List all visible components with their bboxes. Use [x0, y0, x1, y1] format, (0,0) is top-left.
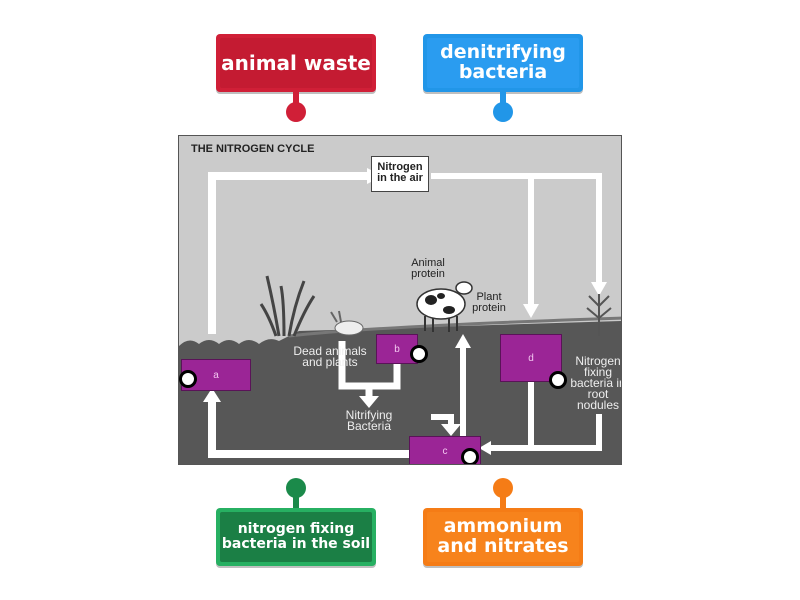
- plant-icon: [586, 294, 612, 336]
- arrowhead-to-c-right: [479, 441, 491, 455]
- arrowhead-to-c: [441, 424, 461, 436]
- diagram-title: THE NITROGEN CYCLE: [191, 143, 315, 155]
- root-nodules-label: Nitrogen fixing bacteria in root nodules: [570, 354, 622, 412]
- arrowhead-nitrifying: [359, 396, 379, 408]
- arrow-air-right: [431, 173, 602, 284]
- arrow-up-left: [208, 172, 369, 334]
- anchor-hole-d[interactable]: [549, 371, 567, 389]
- label-animal-waste[interactable]: animal waste: [216, 34, 376, 92]
- label-nitrogen-fixing-soil[interactable]: nitrogen fixing bacteria in the soil: [216, 508, 376, 566]
- box-letter: a: [213, 369, 219, 381]
- arrow-nodules-down: [531, 414, 602, 451]
- plant-protein-label: Plant protein: [472, 291, 506, 314]
- arrowhead-down-plant: [591, 282, 607, 296]
- pin-stem: [500, 92, 506, 106]
- arrow-bottom-left: [208, 401, 411, 458]
- label-ammonium-nitrates[interactable]: ammonium and nitrates: [423, 508, 583, 566]
- label-text: denitrifying bacteria: [440, 41, 566, 83]
- pin-dot-nitrogen-fixing-soil[interactable]: [286, 478, 306, 498]
- label-denitrifying-bacteria[interactable]: denitrifying bacteria: [423, 34, 583, 92]
- animal-protein-label: Animal protein: [411, 257, 445, 280]
- anchor-hole-c[interactable]: [461, 448, 479, 464]
- box-letter: d: [528, 352, 534, 364]
- nitrifying-label: Nitrifying Bacteria: [345, 408, 393, 433]
- label-text: animal waste: [221, 50, 371, 75]
- anchor-hole-b[interactable]: [410, 345, 428, 363]
- arrow-nitrifying-to-c: [431, 414, 454, 426]
- label-text: ammonium and nitrates: [437, 515, 569, 557]
- grass-line: [288, 316, 621, 338]
- nitrogen-cycle-diagram: THE NITROGEN CYCLE Nitrogen in the air A…: [178, 135, 622, 465]
- nitrogen-air-label: Nitrogen in the air: [377, 161, 423, 184]
- pin-dot-denitrifying-bacteria[interactable]: [493, 102, 513, 122]
- pin-stem: [293, 92, 299, 106]
- label-text: nitrogen fixing bacteria in the soil: [221, 521, 371, 552]
- reeds-icon: [259, 275, 316, 337]
- arrowhead-up-a: [203, 388, 221, 402]
- box-letter: c: [442, 445, 448, 457]
- anchor-hole-a[interactable]: [179, 370, 197, 388]
- nitrogen-air-box: [371, 156, 429, 192]
- pin-dot-ammonium-nitrates[interactable]: [493, 478, 513, 498]
- arrowhead-down-d: [523, 304, 539, 318]
- box-letter: b: [394, 343, 400, 355]
- drop-zone-c[interactable]: c: [409, 436, 481, 464]
- dead-animals-label: Dead animals and plants: [293, 344, 367, 369]
- arrowhead-up: [455, 334, 471, 348]
- pin-dot-animal-waste[interactable]: [286, 102, 306, 122]
- pin-stem: [293, 494, 299, 508]
- pin-stem: [500, 494, 506, 508]
- cow-icon: [416, 281, 473, 332]
- rabbit-icon: [330, 310, 364, 336]
